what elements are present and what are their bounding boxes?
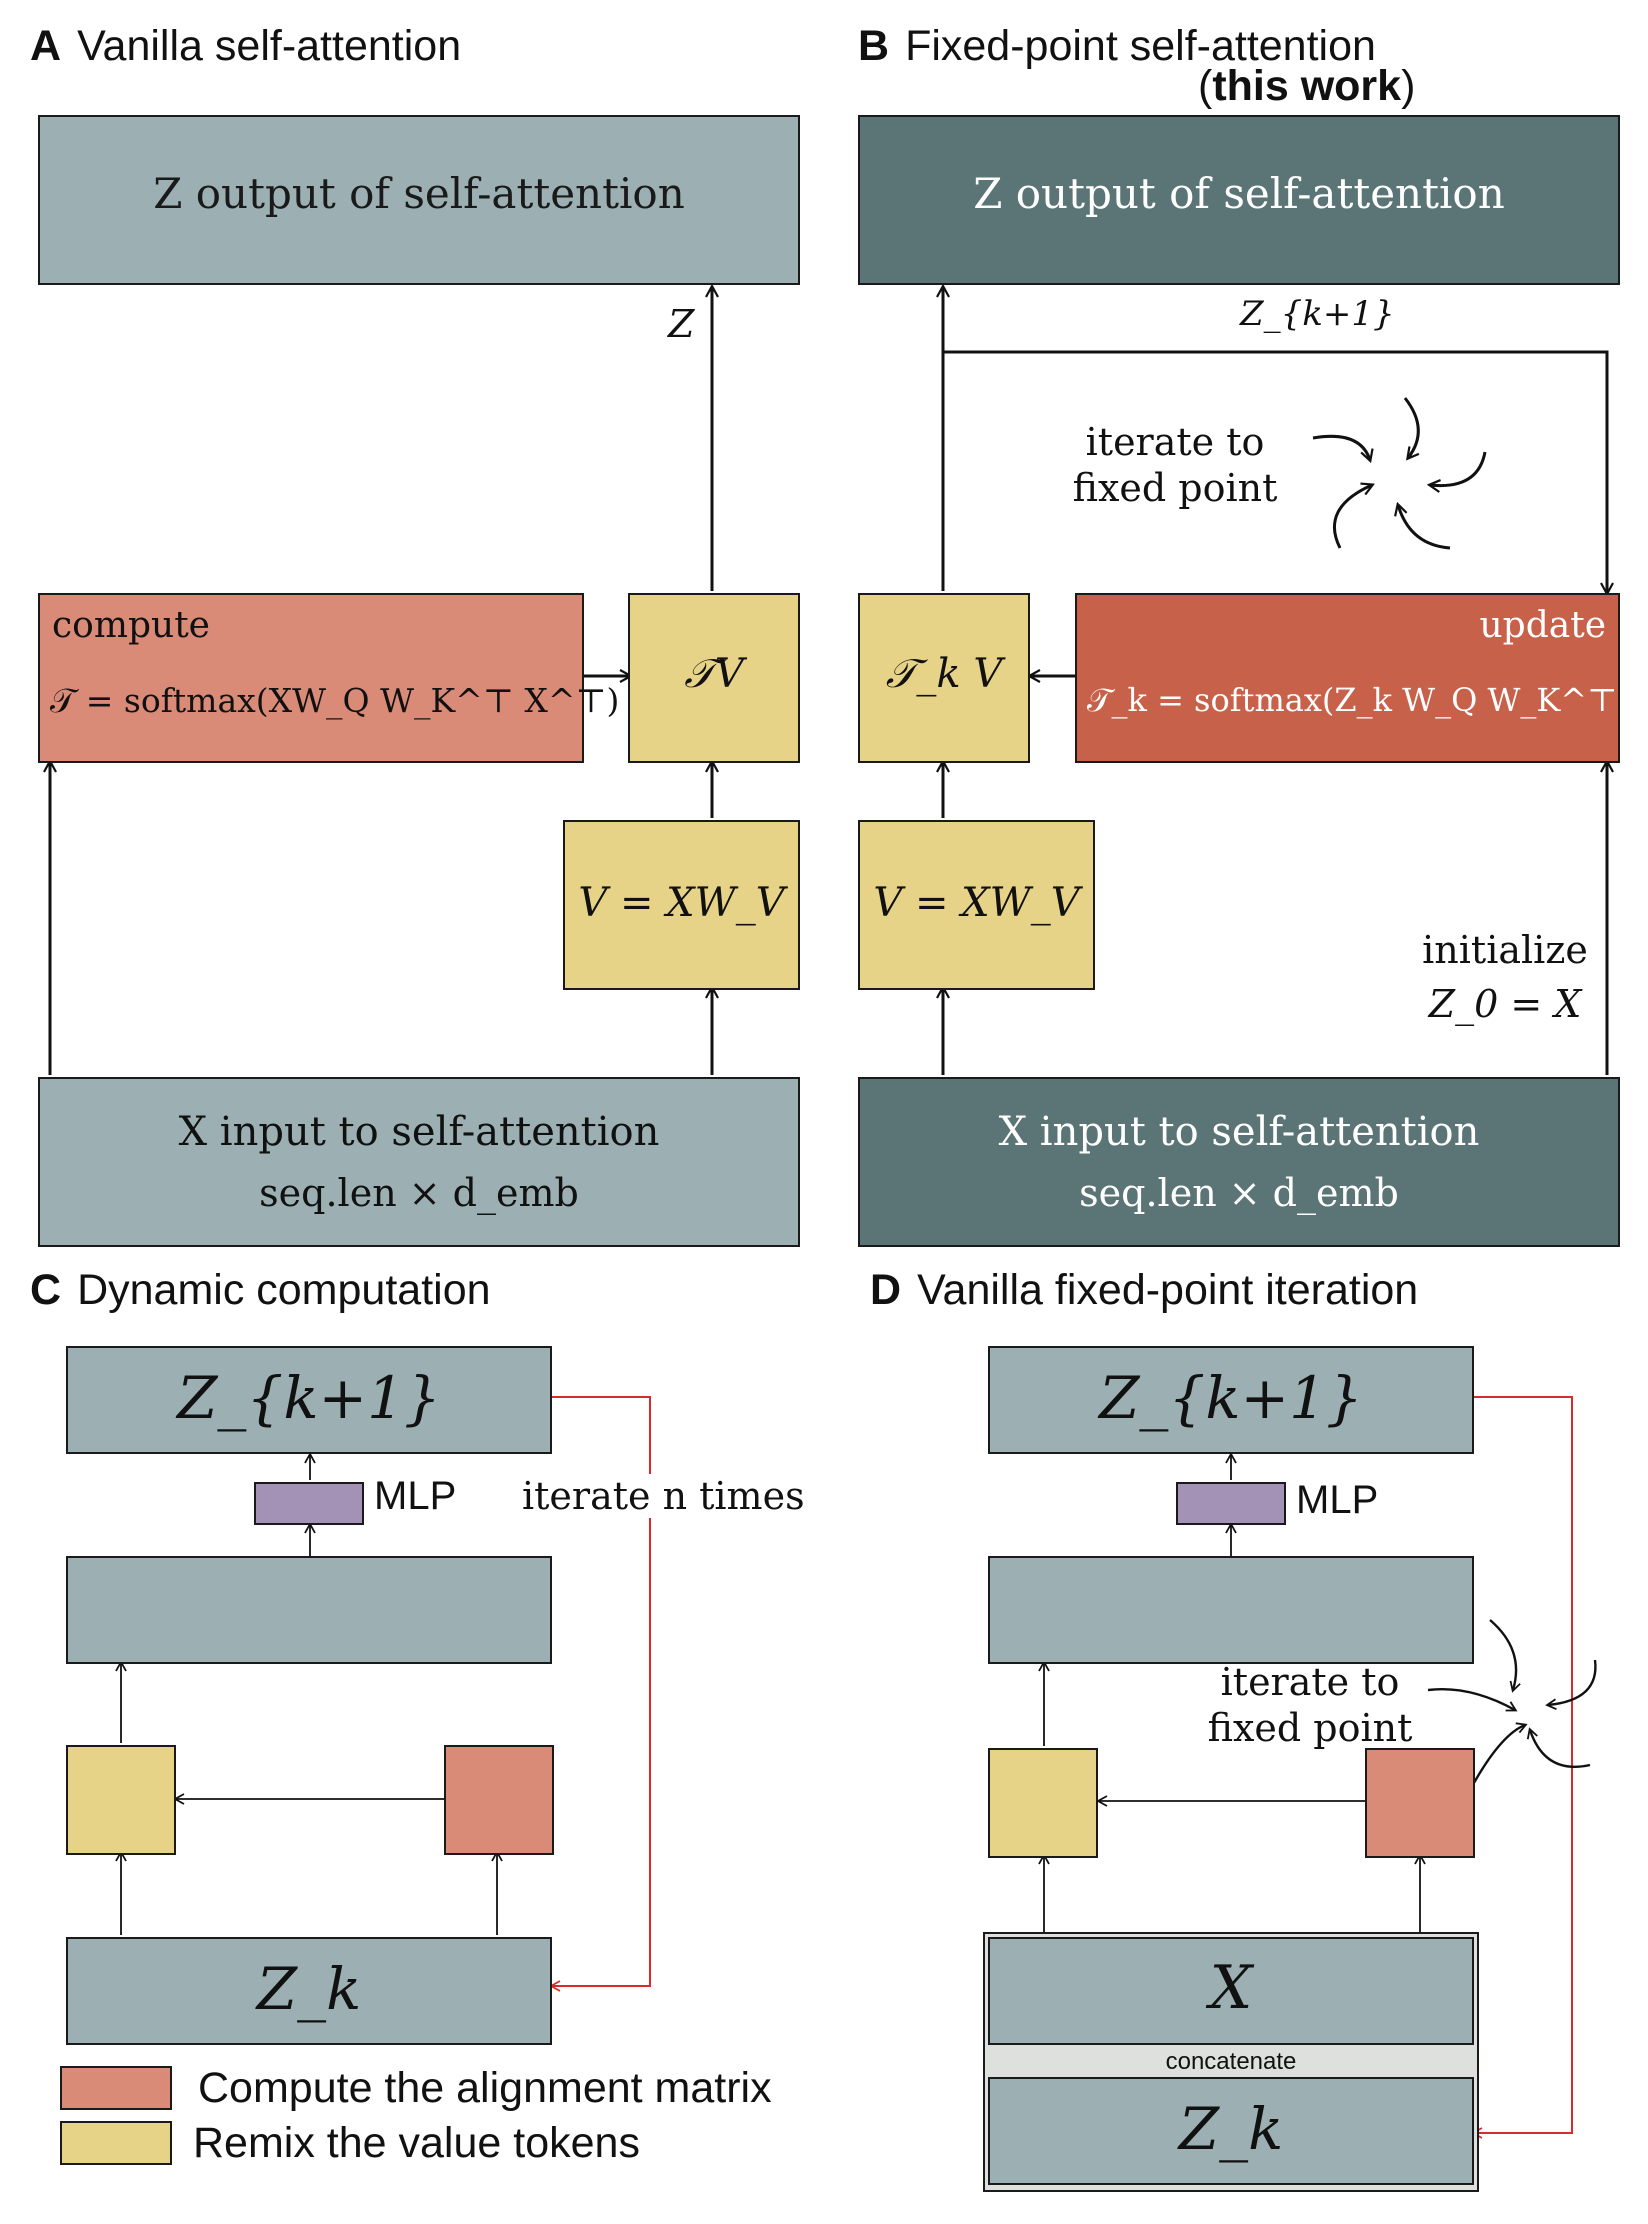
panel-b-tkv-box: 𝒯_k V <box>858 593 1030 763</box>
panel-b-subtitle-text: this work <box>1212 62 1402 110</box>
panel-a-tv-label: 𝒯V <box>684 651 744 697</box>
panel-c-connectors <box>115 1452 503 1935</box>
panel-a-compute-formula: 𝒯 = softmax(XW_Q W_K^⊤ X^⊤) <box>50 681 620 720</box>
swirl-icon-small <box>1427 1619 1597 1791</box>
panel-a-input-line2: seq.len × d_emb <box>259 1171 579 1215</box>
panel-b-connectors <box>943 287 1607 1075</box>
panel-c-feedback-loop <box>549 1396 651 1992</box>
panel-b-subtitle: (this work) <box>1198 62 1416 110</box>
panel-b-arrow-label: Z_{k+1} <box>1240 294 1395 334</box>
panel-d-top-box: Z_{k+1} <box>988 1346 1474 1454</box>
panel-c-top-box: Z_{k+1} <box>66 1346 552 1454</box>
panel-c-bottom-label: Z_k <box>256 1955 362 2023</box>
panel-b-update-title: update <box>1479 605 1606 646</box>
panel-b-v-formula: V = XW_V <box>873 880 1080 926</box>
panel-b-input-line2: seq.len × d_emb <box>1079 1171 1399 1215</box>
panel-b-title-text: Fixed-point self-attention <box>905 22 1376 70</box>
panel-a-v-formula: V = XW_V <box>578 880 785 926</box>
panel-a-letter: A <box>30 22 62 70</box>
panel-a-arrow-label: Z <box>668 302 695 346</box>
panel-b-v-box: V = XW_V <box>858 820 1095 990</box>
panel-a-tv-box: 𝒯V <box>628 593 800 763</box>
panel-b-iterate-line1: iterate to <box>1085 420 1265 464</box>
panel-d-zk-box: Z_k <box>988 2077 1474 2185</box>
panel-d-iterate-line2: fixed point <box>1207 1706 1413 1750</box>
panel-c-remix-box <box>66 1745 176 1855</box>
panel-c-title-text: Dynamic computation <box>77 1266 491 1314</box>
panel-b-output-label: Z output of self-attention <box>973 169 1505 218</box>
panel-d-connectors <box>1038 1452 1426 1935</box>
panel-b-init-line2: Z_0 = X <box>1428 982 1582 1026</box>
panel-b-input-line1: X input to self-attention <box>998 1109 1480 1155</box>
panel-b-letter: B <box>858 22 890 70</box>
panel-d-alignment-box <box>1365 1748 1475 1858</box>
panel-d-mlp-label: MLP <box>1296 1478 1379 1522</box>
panel-b-init-line1: initialize <box>1422 928 1588 972</box>
panel-d-concat-frame: X concatenate Z_k <box>983 1932 1479 2192</box>
panel-a-v-box: V = XW_V <box>563 820 800 990</box>
panel-d-remix-box <box>988 1748 1098 1858</box>
panel-d-title: D Vanilla fixed-point iteration <box>870 1266 1418 1315</box>
panel-a-output-label: Z output of self-attention <box>153 169 685 218</box>
panel-d-feedback-loop <box>1471 1396 1573 2139</box>
panel-b-output-box: Z output of self-attention <box>858 115 1620 285</box>
legend-swatch-alignment <box>60 2066 172 2110</box>
panel-c-letter: C <box>30 1266 62 1314</box>
panel-d-attention-box <box>988 1556 1474 1664</box>
panel-b-input-box: X input to self-attention seq.len × d_em… <box>858 1077 1620 1247</box>
panel-a-compute-box: compute 𝒯 = softmax(XW_Q W_K^⊤ X^⊤) <box>38 593 619 763</box>
panel-b-update-formula: 𝒯_k = softmax(Z_k W_Q W_K^⊤ Z_k^⊤) <box>1087 681 1648 719</box>
panel-d-mlp-box <box>1176 1482 1286 1525</box>
panel-d-iterate-line1: iterate to <box>1220 1660 1400 1704</box>
panel-c-title: C Dynamic computation <box>30 1266 491 1315</box>
panel-c-top-label: Z_{k+1} <box>177 1364 441 1432</box>
legend-swatch-remix <box>60 2121 172 2165</box>
panel-d-concat-label: concatenate <box>1165 2048 1297 2075</box>
panel-b-tkv-label: 𝒯_k V <box>885 651 1003 697</box>
panel-c-bottom-box: Z_k <box>66 1937 552 2045</box>
panel-a-title: A Vanilla self-attention <box>30 22 461 71</box>
panel-d-x-label: X <box>1209 1953 1253 2023</box>
panel-b-iterate-line2: fixed point <box>1072 466 1278 510</box>
panel-d-x-box: X <box>988 1937 1474 2045</box>
panel-a-connectors <box>50 287 712 1075</box>
panel-c-mlp-box <box>254 1482 364 1525</box>
panel-d-letter: D <box>870 1266 902 1314</box>
panel-c-attention-box <box>66 1556 552 1664</box>
legend-label-alignment: Compute the alignment matrix <box>198 2064 772 2112</box>
panel-b-update-box: update 𝒯_k = softmax(Z_k W_Q W_K^⊤ Z_k^⊤… <box>1075 593 1648 763</box>
panel-c-alignment-box <box>444 1745 554 1855</box>
panel-d-title-text: Vanilla fixed-point iteration <box>917 1266 1419 1314</box>
legend-label-remix: Remix the value tokens <box>193 2119 640 2167</box>
panel-c-loop-label: iterate n times <box>518 1474 809 1518</box>
panel-b-title: B Fixed-point self-attention <box>858 22 1376 71</box>
panel-d-top-label: Z_{k+1} <box>1099 1364 1363 1432</box>
swirl-icon <box>1312 397 1487 550</box>
panel-a-title-text: Vanilla self-attention <box>77 22 462 70</box>
panel-c-mlp-label: MLP <box>374 1474 457 1518</box>
panel-a-compute-title: compute <box>52 605 210 646</box>
panel-a-output-box: Z output of self-attention <box>38 115 800 285</box>
panel-a-input-line1: X input to self-attention <box>178 1109 660 1155</box>
panel-a-input-box: X input to self-attention seq.len × d_em… <box>38 1077 800 1247</box>
panel-d-zk-label: Z_k <box>1178 2095 1284 2163</box>
